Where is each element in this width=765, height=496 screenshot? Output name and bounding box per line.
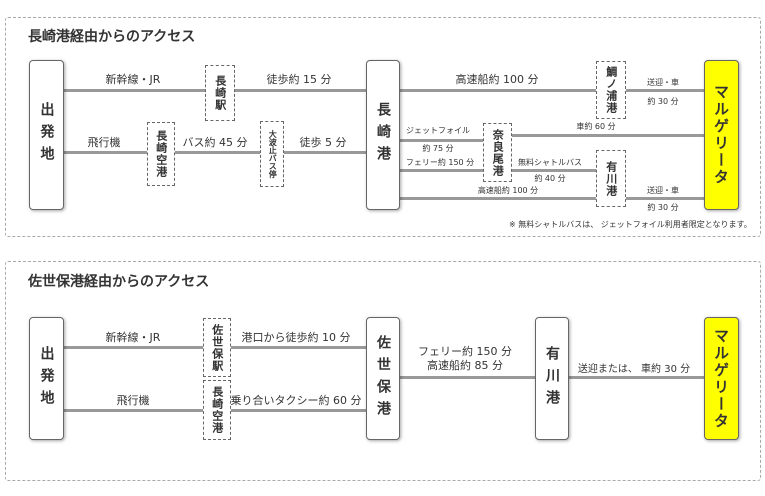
s-destination-label: マルゲリータ [712,327,730,430]
line-fast-arikawa [398,197,596,200]
s-label-shinkansen: 新幹線・JR [105,331,161,344]
label-walk5: 徒歩 5 分 [299,136,347,149]
line-sagara-destination [624,89,704,92]
bus-stop-label: 大波止バス停 [268,130,278,178]
nagasaki-airport-box: 長崎空港 [147,122,175,186]
label-shuttle: 無料シャトルバス [518,158,582,167]
line-s-airport-port [229,409,366,412]
sagara-port-box: 鯛ノ浦港 [596,61,626,119]
s-origin-box: 出発地 [29,317,64,440]
line-s-port-arikawa [398,376,535,379]
destination-box: マルゲリータ [704,60,739,210]
bus-stop-box: 大波止バス停 [260,121,284,187]
s-label-transfer: 送迎または、 車約 30 分 [577,364,691,375]
s-origin-label: 出発地 [38,345,55,412]
label-shinkansen: 新幹線・JR [105,73,161,86]
destination-label: マルゲリータ [712,84,730,186]
line-s-origin-airport [62,409,203,412]
line-arikawa-destination [624,197,704,200]
sagara-port-label: 鯛ノ浦港 [604,66,618,114]
naraomachi-port-label: 奈良尾港 [491,128,505,177]
line-s-station-port [229,346,366,349]
arikawa-port-box: 有川港 [596,150,626,207]
line-s-arikawa-destination [567,376,704,379]
line-airport-busstop [173,151,260,154]
s-label-walk10: 港口から徒歩約 10 分 [241,331,351,344]
s-label-ferry150: フェリー約 150 分 [418,345,512,358]
label-plane: 飛行機 [87,136,121,149]
nagasaki-airport-label: 長崎空港 [154,130,168,178]
label-transfer-car1: 送迎・車 [647,78,679,87]
sasebo-port-label: 佐世保港 [375,334,391,423]
s-airport-label: 長崎空港 [210,386,224,434]
arikawa-port-label: 有川港 [604,160,618,197]
label-fast100b: 高速船約 100 分 [477,186,539,195]
line-origin-station [62,89,205,92]
line-ferry [398,169,483,172]
line-jetfoil [398,139,483,142]
label-ferry150: フェリー約 150 分 [405,158,475,167]
s-label-fast85: 高速船約 85 分 [427,359,503,372]
label-jetfoil: ジェットフォイル [406,126,470,135]
origin-label: 出発地 [38,102,55,168]
nagasaki-station-label: 長崎駅 [213,75,227,111]
sasebo-station-label: 佐世保駅 [210,323,224,372]
nagasaki-station-box: 長崎駅 [205,65,235,121]
line-origin-airport [62,151,147,154]
line-s-origin-station [62,346,203,349]
s-arikawa-box: 有川港 [535,317,569,440]
s-destination-box: マルゲリータ [704,317,739,440]
label-bus45: バス約 45 分 [182,136,248,149]
nagasaki-port-label: 長崎港 [375,102,391,168]
origin-box: 出発地 [29,60,64,210]
nagasaki-port-box: 長崎港 [366,60,400,210]
label-car30-1: 約 30 分 [647,97,679,106]
label-shuttle40: 約 40 分 [534,174,566,183]
s-label-plane: 飛行機 [116,394,150,407]
label-transfer-car2: 送迎・車 [647,186,679,195]
s-label-taxi60: 乗り合いタクシー約 60 分 [230,394,362,407]
sasebo-port-box: 佐世保港 [366,317,400,440]
line-naraomachi-destination [510,134,704,137]
shuttle-note: ※ 無料シャトルバスは、 ジェットフォイル利用者限定となります。 [509,220,752,229]
label-jet75: 約 75 分 [422,144,454,153]
sasebo-station-box: 佐世保駅 [203,318,231,377]
naraomachi-port-box: 奈良尾港 [483,123,512,182]
label-fast100: 高速船約 100 分 [455,73,539,86]
label-car60: 車約 60 分 [576,122,616,131]
line-shuttle [510,169,596,172]
s-airport-box: 長崎空港 [203,380,231,440]
label-walk15: 徒歩約 15 分 [266,73,332,86]
line-port-sagara [398,89,596,92]
s-arikawa-label: 有川港 [544,345,560,412]
sasebo-panel-title: 佐世保港経由からのアクセス [28,274,210,290]
line-station-port [233,89,366,92]
nagasaki-panel-title: 長崎港経由からのアクセス [28,29,196,45]
label-car30-2: 約 30 分 [647,203,679,212]
line-busstop-port [282,151,366,154]
